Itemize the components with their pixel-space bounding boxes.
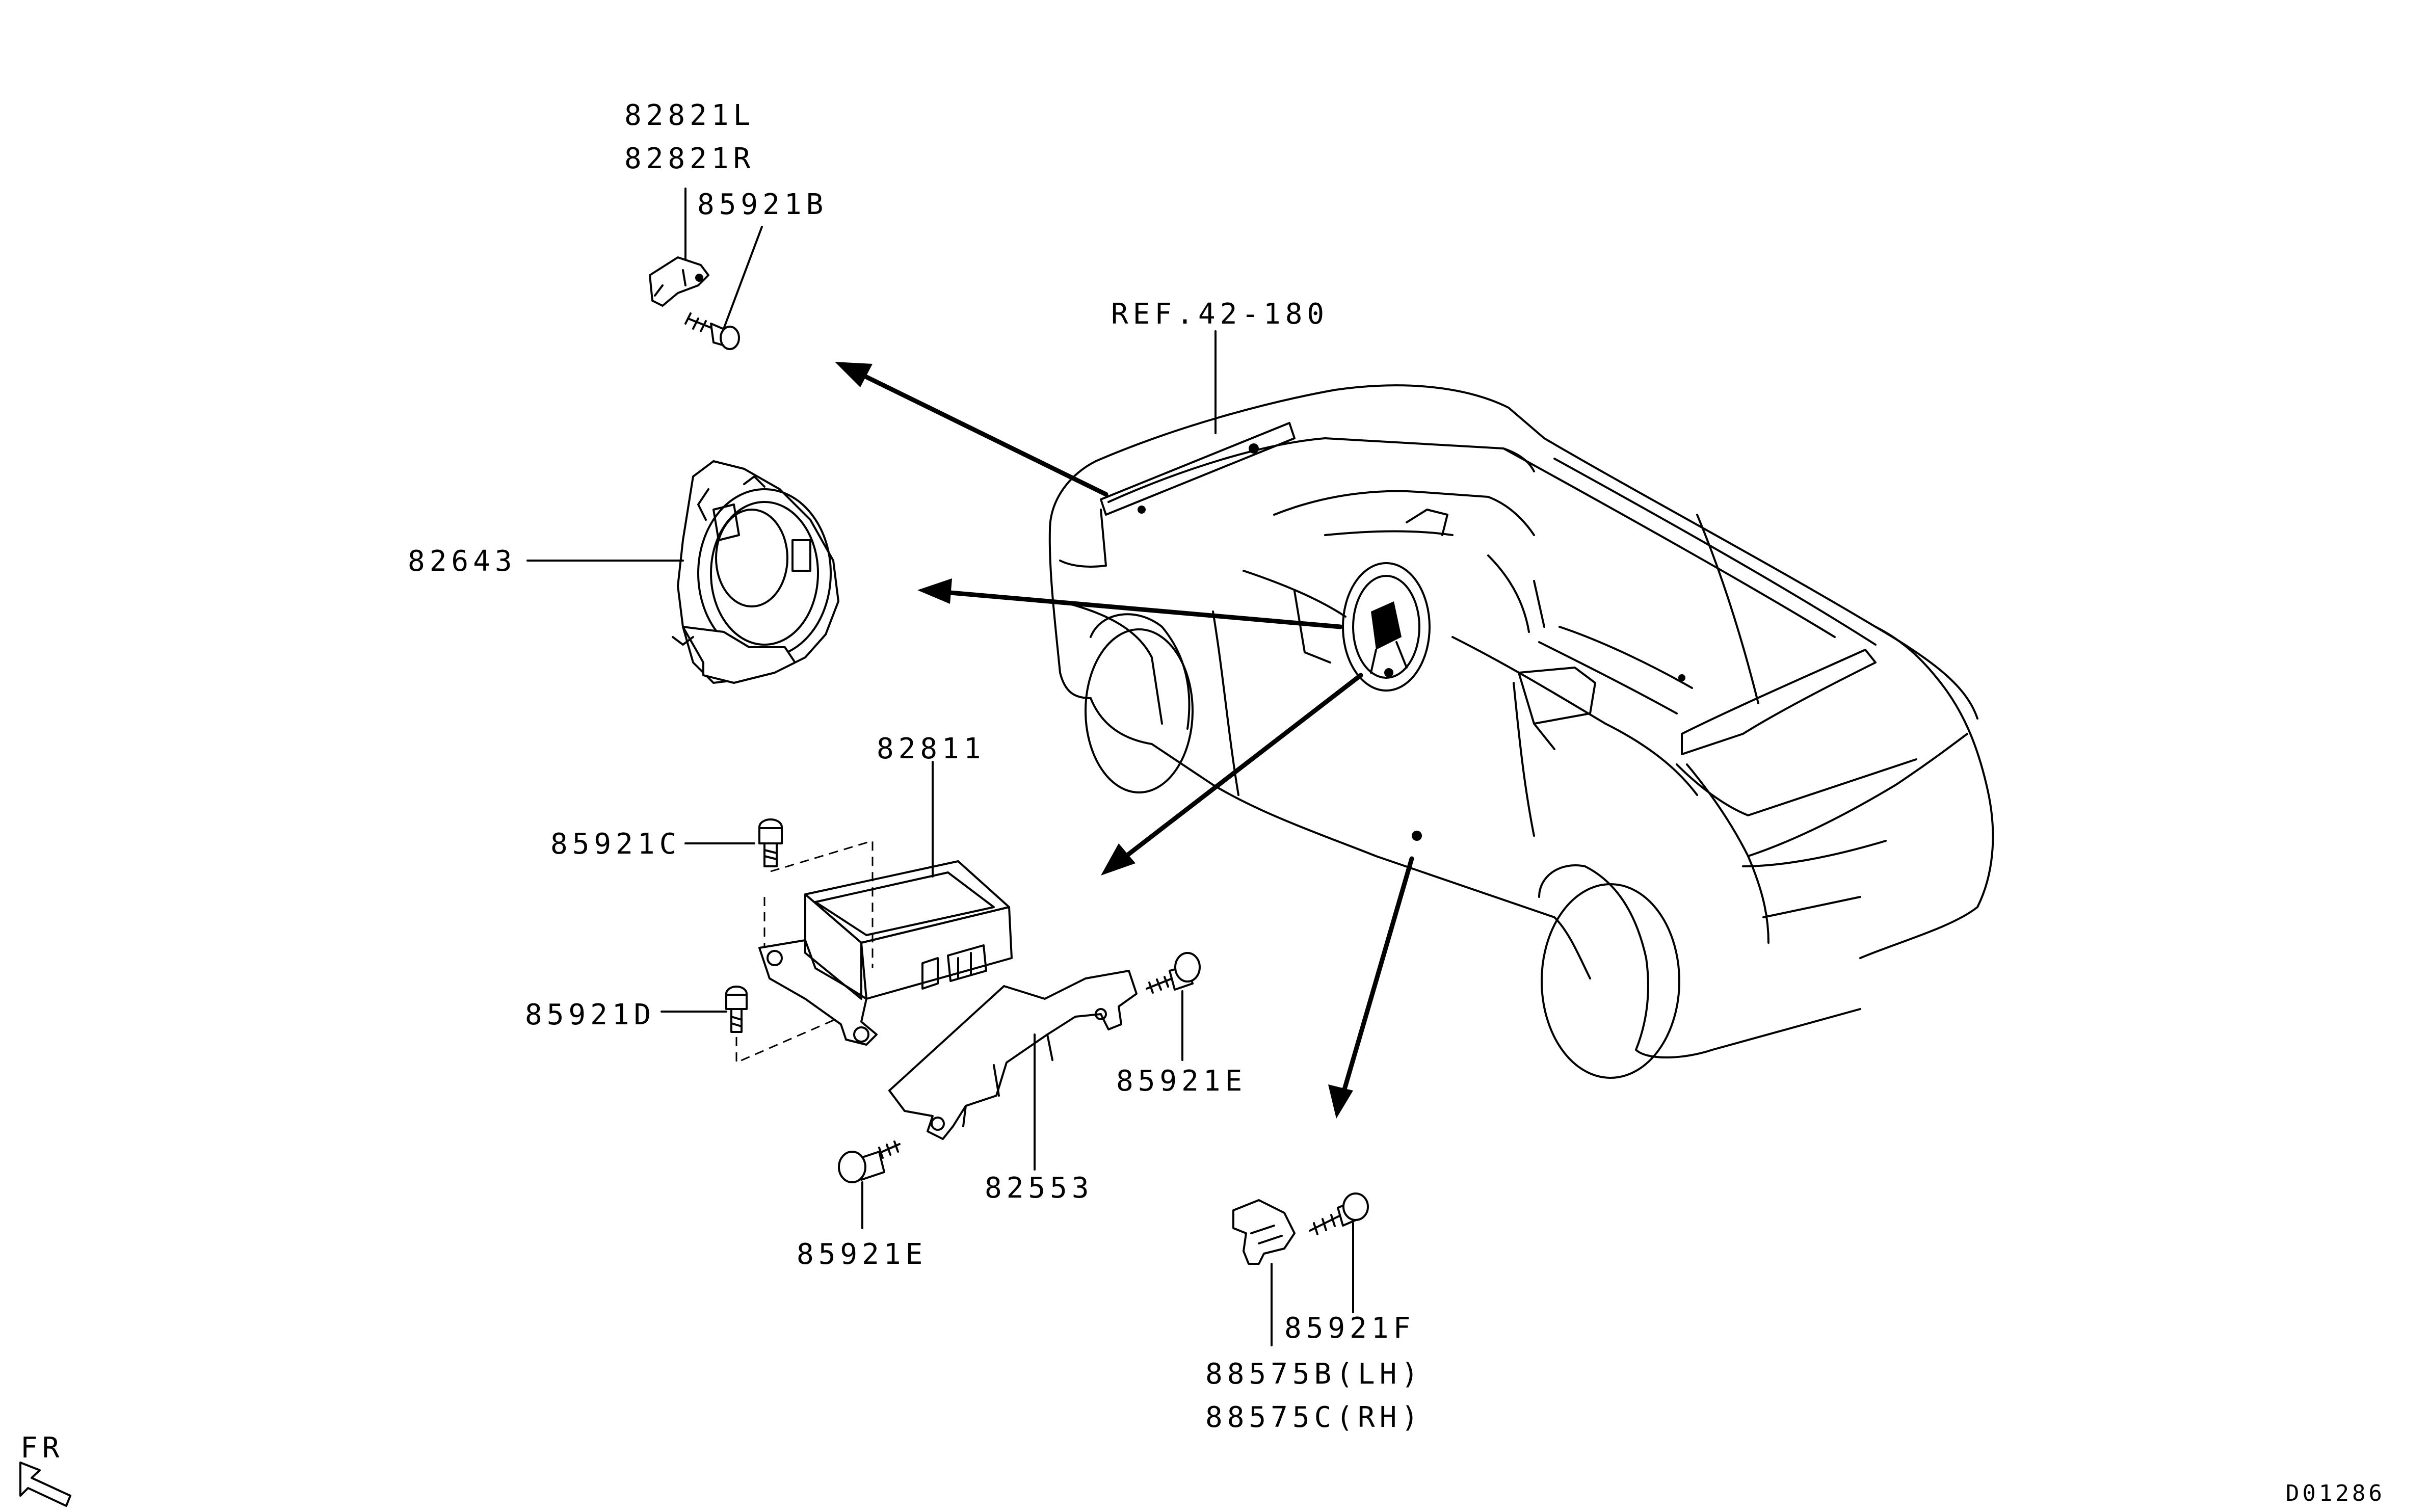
vehicle-outline [1048,384,1994,1079]
roof-side-rail [1100,422,1296,516]
direction-label: FR [20,1431,64,1465]
bolt-85921E-bottom [838,1140,901,1229]
impact-sensor-location [1412,831,1422,841]
reference-label: REF.42-180 [1111,298,1329,331]
callout-82553: 82553 [985,1172,1094,1205]
front-impact-sensor [649,188,709,307]
side-impact-sensor [1232,1199,1296,1346]
bolt-85921F [1309,1192,1369,1313]
callout-85921E-bottom: 85921E [797,1238,927,1271]
callout-85921B: 85921B [697,188,828,221]
callout-88575C-RH: 88575C(RH) [1205,1401,1423,1434]
steering-wheel [1342,562,1431,692]
callout-82643: 82643 [408,545,517,578]
control-unit-bracket [888,970,1138,1171]
bolt-85921B [684,226,763,350]
callout-85921C: 85921C [550,828,681,861]
indicator-arrows [835,362,1414,1119]
callout-85921F: 85921F [1284,1312,1415,1345]
bolt-85921E-right [1146,952,1201,1061]
callout-85921E-right: 85921E [1116,1065,1247,1098]
clock-spring [526,460,839,684]
callout-82811: 82811 [877,732,986,765]
bolt-85921C [684,818,874,968]
callout-88575B-LH: 88575B(LH) [1205,1358,1423,1391]
bolt-85921D [661,986,836,1064]
srs-control-unit [758,761,1013,1046]
callout-82821L: 82821L [624,99,755,132]
callout-82821R: 82821R [624,142,755,175]
diagram-code: D01286 [2286,1480,2385,1506]
front-direction-arrow-icon [19,1462,71,1507]
callout-85921D: 85921D [525,998,655,1031]
